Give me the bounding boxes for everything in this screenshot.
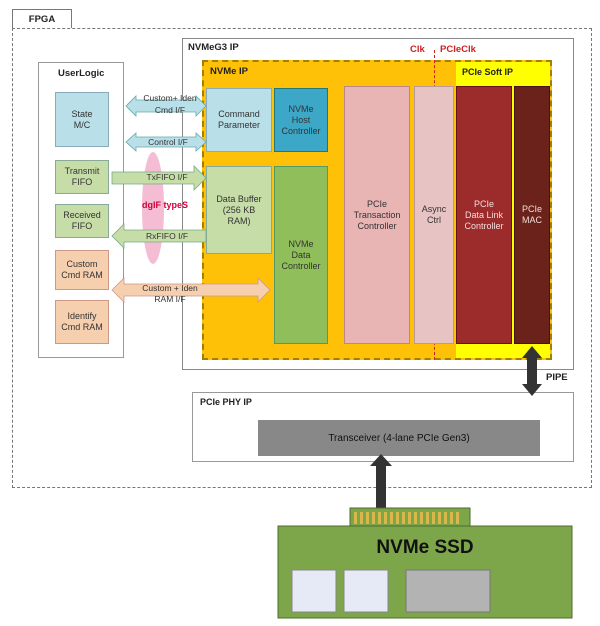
command-parameter-block: Command Parameter bbox=[206, 88, 272, 152]
ssd-chip-3 bbox=[405, 569, 491, 613]
ssd-chip-1 bbox=[291, 569, 337, 613]
pipe-arrow bbox=[522, 346, 542, 396]
custom-cmd-ram-block: Custom Cmd RAM bbox=[55, 250, 109, 290]
userlogic-title: UserLogic bbox=[58, 68, 105, 79]
ssd-link-arrow bbox=[370, 454, 392, 520]
custom-iden-ram-label: Custom + Iden RAM I/F bbox=[142, 283, 198, 304]
nvme-ssd-label: NVMe SSD bbox=[376, 537, 474, 558]
transmit-fifo-block: Transmit FIFO bbox=[55, 160, 109, 194]
custom-iden-top-label: Custom+ Iden bbox=[143, 93, 197, 103]
custom-iden-cmd-arrow bbox=[125, 95, 207, 117]
dgif-label: dgIF typeS bbox=[141, 200, 188, 210]
ssd-pins bbox=[354, 512, 459, 524]
nvme-ssd-card bbox=[277, 507, 573, 619]
cmd-if-label: Cmd I/F bbox=[154, 105, 186, 115]
nvmeg3-ip-label: NVMeG3 IP bbox=[188, 42, 239, 53]
fpga-boundary bbox=[12, 28, 592, 488]
control-if-label: Control I/F bbox=[148, 137, 188, 147]
nvme-data-controller-block: NVMe Data Controller bbox=[274, 166, 328, 344]
rxfifo-if-label: RxFIFO I/F bbox=[145, 231, 189, 241]
pcieclk-label: PCIeClk bbox=[440, 44, 476, 55]
ssd-chip-2 bbox=[343, 569, 389, 613]
custom-iden-ram-arrow bbox=[111, 277, 271, 303]
pipe-label: PIPE bbox=[546, 372, 568, 383]
txfifo-if-label: TxFIFO I/F bbox=[146, 172, 188, 182]
rxfifo-if-arrow bbox=[111, 223, 207, 249]
fpga-label: FPGA bbox=[12, 9, 72, 28]
control-if-arrow bbox=[125, 132, 207, 152]
received-fifo-block: Received FIFO bbox=[55, 204, 109, 238]
pcie-data-link-controller-block: PCIe Data Link Controller bbox=[456, 86, 512, 344]
pcie-mac-block: PCIe MAC bbox=[514, 86, 550, 344]
data-buffer-block: Data Buffer (256 KB RAM) bbox=[206, 166, 272, 254]
pcie-soft-ip-label: PCIe Soft IP bbox=[462, 67, 514, 77]
identify-cmd-ram-block: Identify Cmd RAM bbox=[55, 300, 109, 344]
pcie-transaction-controller-block: PCIe Transaction Controller bbox=[344, 86, 410, 344]
txfifo-if-arrow bbox=[111, 165, 207, 191]
clk-label: Clk bbox=[410, 44, 425, 55]
nvme-ip-label: NVMe IP bbox=[210, 66, 249, 77]
async-ctrl-block: Async Ctrl bbox=[414, 86, 454, 344]
pcie-phy-ip-label: PCIe PHY IP bbox=[200, 397, 252, 407]
transceiver-block: Transceiver (4-lane PCIe Gen3) bbox=[258, 420, 540, 456]
state-mc-block: State M/C bbox=[55, 92, 109, 147]
nvme-host-controller-block: NVMe Host Controller bbox=[274, 88, 328, 152]
